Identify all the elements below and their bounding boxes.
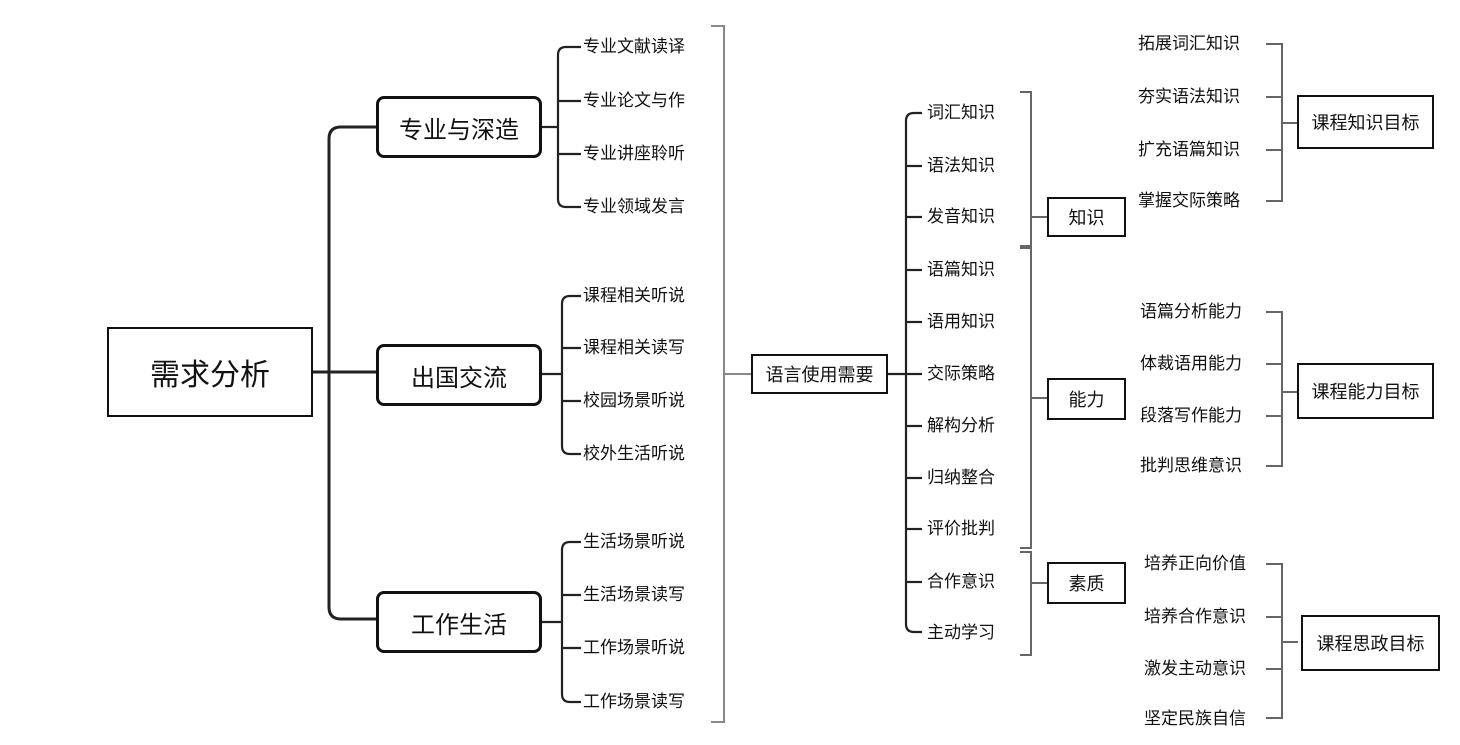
goal-node-ideology: 课程思政目标 <box>1301 615 1440 671</box>
scenario-item: 工作场景听说 <box>583 638 685 658</box>
hub-label: 语言使用需要 <box>765 365 874 386</box>
root-label: 需求分析 <box>150 358 270 393</box>
need-item: 发音知识 <box>927 207 995 227</box>
objective-item: 体裁语用能力 <box>1140 354 1242 374</box>
need-item: 语篇知识 <box>927 260 995 280</box>
need-item: 语法知识 <box>927 156 995 176</box>
goal-node-knowledge: 课程知识目标 <box>1297 95 1434 149</box>
objective-item: 激发主动意识 <box>1144 659 1246 679</box>
objective-item: 夯实语法知识 <box>1138 87 1240 107</box>
need-item: 评价批判 <box>927 519 995 539</box>
scenario-item: 工作场景读写 <box>583 692 685 712</box>
category-label: 专业与深造 <box>399 115 519 144</box>
dimension-node-knowledge: 知识 <box>1047 197 1126 237</box>
scenario-item: 专业领域发言 <box>583 197 685 217</box>
goal-label: 课程知识目标 <box>1311 113 1420 134</box>
dimension-label: 知识 <box>1068 208 1105 229</box>
scenario-item: 校外生活听说 <box>583 444 685 464</box>
category-node-1: 专业与深造 <box>376 96 542 158</box>
objective-item: 掌握交际策略 <box>1138 191 1240 211</box>
objective-item: 段落写作能力 <box>1140 406 1242 426</box>
scenario-item: 校园场景听说 <box>583 391 685 411</box>
need-item: 合作意识 <box>927 572 995 592</box>
hub-node: 语言使用需要 <box>751 354 888 394</box>
need-item: 主动学习 <box>927 623 995 643</box>
need-item: 语用知识 <box>927 312 995 332</box>
objective-item: 批判思维意识 <box>1140 456 1242 476</box>
category-label: 出国交流 <box>411 363 507 392</box>
need-item: 词汇知识 <box>927 103 995 123</box>
scenario-item: 生活场景读写 <box>583 585 685 605</box>
scenario-item: 生活场景听说 <box>583 532 685 552</box>
scenario-item: 专业讲座聆听 <box>583 144 685 164</box>
root-node: 需求分析 <box>107 327 313 417</box>
goal-label: 课程能力目标 <box>1311 382 1420 403</box>
need-item: 交际策略 <box>927 364 995 384</box>
need-item: 归纳整合 <box>927 468 995 488</box>
scenario-item: 课程相关听说 <box>583 286 685 306</box>
goal-node-ability: 课程能力目标 <box>1297 363 1434 419</box>
objective-item: 培养合作意识 <box>1144 607 1246 627</box>
dimension-label: 能力 <box>1068 390 1105 411</box>
dimension-node-quality: 素质 <box>1047 562 1126 604</box>
category-label: 工作生活 <box>411 610 507 639</box>
category-node-2: 出国交流 <box>376 344 542 406</box>
category-node-3: 工作生活 <box>376 591 542 653</box>
objective-item: 坚定民族自信 <box>1144 709 1246 729</box>
scenario-item: 专业文献读译 <box>583 37 685 57</box>
objective-item: 扩充语篇知识 <box>1138 140 1240 160</box>
objective-item: 拓展词汇知识 <box>1138 34 1240 54</box>
scenario-item: 课程相关读写 <box>583 338 685 358</box>
objective-item: 培养正向价值 <box>1144 554 1246 574</box>
dimension-node-ability: 能力 <box>1047 378 1126 420</box>
scenario-item: 专业论文与作 <box>583 91 685 111</box>
objective-item: 语篇分析能力 <box>1140 302 1242 322</box>
need-item: 解构分析 <box>927 416 995 436</box>
dimension-label: 素质 <box>1068 574 1105 595</box>
goal-label: 课程思政目标 <box>1316 634 1425 655</box>
